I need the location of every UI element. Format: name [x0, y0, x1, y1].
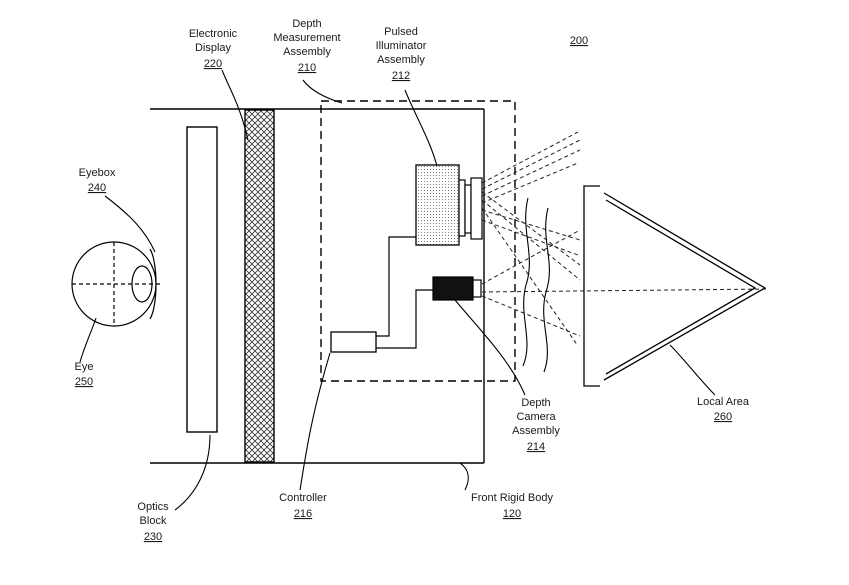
wave-lines: [522, 197, 550, 373]
eye-shape: [71, 241, 160, 327]
label-ref: 220: [204, 58, 222, 70]
label-ref: 230: [144, 531, 162, 543]
label-line: Camera: [516, 411, 556, 423]
camera-rays: [481, 229, 769, 337]
label-line: Optics: [137, 501, 169, 513]
label-line: Block: [140, 515, 167, 527]
label-line: Display: [195, 42, 232, 54]
label-ref: 210: [298, 62, 316, 74]
label-line: Front Rigid Body: [471, 492, 553, 504]
label-ref: 212: [392, 70, 410, 82]
label-line: Local Area: [697, 396, 750, 408]
label-line: Assembly: [283, 46, 331, 58]
label-local-area: Local Area 260: [697, 396, 750, 423]
depth-camera: [432, 276, 482, 301]
label-electronic-display: Electronic Display 220: [189, 28, 238, 70]
label-ref: 240: [88, 182, 106, 194]
label-front-rigid-body: Front Rigid Body 120: [471, 492, 553, 520]
label-line: Eyebox: [79, 167, 116, 179]
label-line: Assembly: [377, 54, 425, 66]
front-rigid-body: [150, 108, 485, 464]
label-controller: Controller 216: [279, 492, 327, 520]
illumination-rays: [481, 131, 581, 347]
label-eyebox: Eyebox 240: [79, 167, 116, 194]
local-area-shape: [583, 185, 767, 387]
label-eye: Eye 250: [75, 361, 94, 388]
label-ref: 250: [75, 376, 93, 388]
controller-box: [330, 331, 377, 353]
label-optics-block: Optics Block 230: [137, 501, 169, 543]
label-ref: 216: [294, 508, 312, 520]
label-depth-measurement: Depth Measurement Assembly 210: [273, 18, 340, 74]
label-line: Controller: [279, 492, 327, 504]
label-line: Depth: [521, 397, 550, 409]
label-line: Electronic: [189, 28, 238, 40]
label-depth-camera: Depth Camera Assembly 214: [512, 397, 560, 453]
label-line: Depth: [292, 18, 321, 30]
label-ref: 120: [503, 508, 521, 520]
label-line: Illuminator: [376, 40, 427, 52]
label-pulsed-illuminator: Pulsed Illuminator Assembly 212: [376, 26, 427, 82]
label-line: Pulsed: [384, 26, 418, 38]
pulsed-illuminator: [415, 164, 483, 246]
label-ref: 214: [527, 441, 545, 453]
leader-lines: [79, 69, 716, 511]
label-ref: 260: [714, 411, 732, 423]
controller-wiring: [376, 236, 433, 349]
label-line: Eye: [75, 361, 94, 373]
electronic-display: [244, 109, 275, 463]
depth-measurement-assembly-box: [320, 100, 516, 382]
figure-number: 200: [570, 35, 588, 47]
label-line: Assembly: [512, 425, 560, 437]
optics-block: [186, 126, 218, 433]
label-line: Measurement: [273, 32, 340, 44]
